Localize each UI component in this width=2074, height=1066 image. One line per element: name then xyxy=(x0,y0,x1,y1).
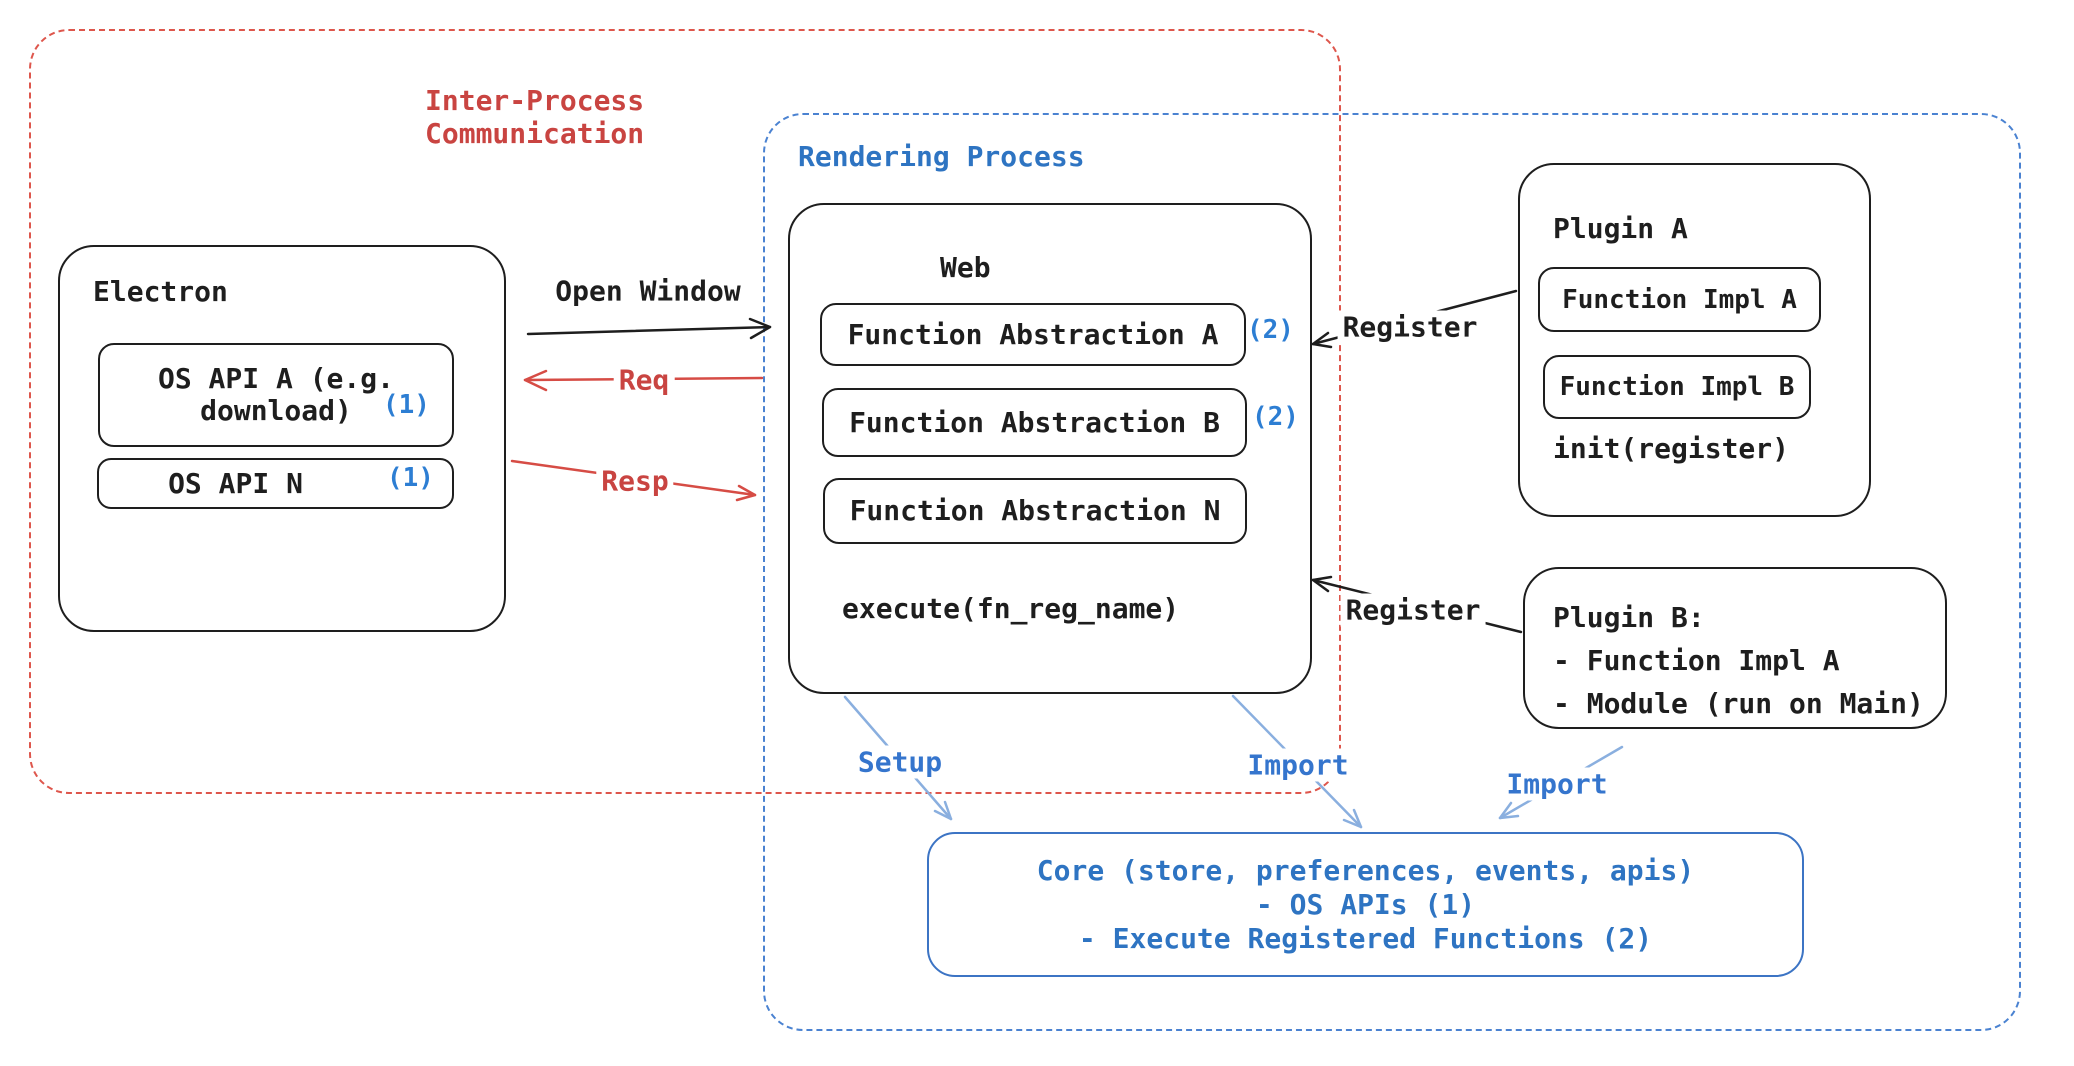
os-api-a-line1: OS API A (e.g. xyxy=(157,362,394,395)
import-web-label: Import xyxy=(1242,748,1354,782)
core-line3: - Execute Registered Functions (2) xyxy=(1078,921,1653,955)
function-abstraction-b-badge: (2) xyxy=(1252,402,1299,432)
register-a-label: Register xyxy=(1337,310,1483,344)
os-api-a-badge: (1) xyxy=(383,390,430,420)
function-abstraction-a-label: Function Abstraction A xyxy=(847,317,1219,351)
plugin-b-text: Plugin B: - Function Impl A - Module (run … xyxy=(1553,596,1924,725)
function-abstraction-a-badge: (2) xyxy=(1247,315,1294,345)
req-label: Req xyxy=(613,363,675,397)
function-impl-b-box: Function Impl B xyxy=(1543,355,1811,419)
web-title: Web xyxy=(940,251,991,284)
function-impl-b-label: Function Impl B xyxy=(1559,372,1795,402)
ipc-label-line2: Communication xyxy=(425,117,645,150)
function-impl-a-box: Function Impl A xyxy=(1538,267,1821,332)
ipc-label-line1: Inter-Process xyxy=(425,84,645,117)
os-api-n-box: OS API N xyxy=(97,458,454,509)
electron-title: Electron xyxy=(93,275,228,308)
ipc-group-frame xyxy=(29,29,1341,794)
plugin-a-init-label: init(register) xyxy=(1553,432,1790,465)
core-box: Core (store, preferences, events, apis) … xyxy=(927,832,1804,977)
os-api-a-label: OS API A (e.g.download) xyxy=(158,363,394,427)
function-abstraction-b-box: Function Abstraction B xyxy=(822,388,1247,457)
resp-label: Resp xyxy=(596,464,674,498)
plugin-b-line2: - Function Impl A xyxy=(1553,644,1840,677)
import-plugin-label: Import xyxy=(1501,767,1613,801)
function-abstraction-n-label: Function Abstraction N xyxy=(849,494,1221,527)
plugin-b-line3: - Module (run on Main) xyxy=(1553,687,1924,720)
plugin-b-box xyxy=(1523,567,1947,729)
function-abstraction-b-label: Function Abstraction B xyxy=(849,405,1220,439)
rendering-process-label: Rendering Process xyxy=(798,140,1085,173)
os-api-n-label: OS API N xyxy=(168,466,303,500)
function-abstraction-n-box: Function Abstraction N xyxy=(823,478,1247,544)
open-window-label: Open Window xyxy=(550,274,746,308)
core-line1: Core (store, preferences, events, apis) xyxy=(1036,853,1695,887)
core-line2: - OS APIs (1) xyxy=(1255,887,1476,921)
plugin-b-line1: Plugin B: xyxy=(1553,601,1705,634)
os-api-n-badge: (1) xyxy=(387,463,434,493)
execute-label: execute(fn_reg_name) xyxy=(842,592,1180,625)
register-b-label: Register xyxy=(1340,593,1486,627)
rendering-process-group-frame xyxy=(763,113,2021,1031)
os-api-a-line2: download) xyxy=(200,394,352,427)
plugin-a-box xyxy=(1518,163,1871,517)
function-impl-a-label: Function Impl A xyxy=(1562,284,1797,315)
os-api-a-box: OS API A (e.g.download) xyxy=(98,343,454,447)
plugin-a-title: Plugin A xyxy=(1553,212,1688,245)
function-abstraction-a-box: Function Abstraction A xyxy=(820,303,1246,366)
setup-label: Setup xyxy=(852,745,948,779)
